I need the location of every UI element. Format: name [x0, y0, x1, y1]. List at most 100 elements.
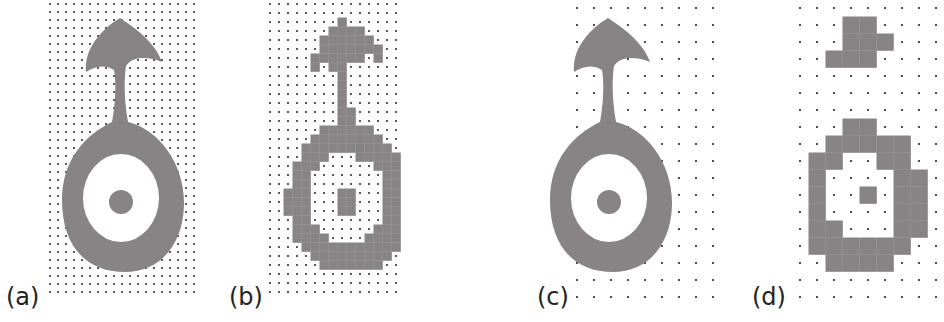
pixel-cell — [911, 170, 928, 187]
grid-dot — [833, 75, 835, 77]
grid-dot — [305, 39, 307, 41]
grid-dot — [332, 156, 334, 158]
grid-dot — [627, 109, 629, 111]
grid-dot — [661, 58, 663, 60]
grid-dot — [269, 210, 271, 212]
grid-dot — [137, 3, 139, 5]
pixel-cell — [826, 51, 843, 68]
grid-dot — [359, 120, 361, 122]
pixel-cell — [383, 252, 392, 261]
grid-dot — [161, 91, 163, 93]
grid-dot — [89, 35, 91, 37]
grid-dot — [833, 194, 835, 196]
grid-dot — [161, 291, 163, 293]
grid-dot — [368, 291, 370, 293]
pixel-cell — [347, 252, 356, 261]
grid-dot — [81, 107, 83, 109]
grid-dot — [377, 66, 379, 68]
grid-dot — [359, 201, 361, 203]
grid-dot — [73, 147, 75, 149]
grid-dot — [359, 102, 361, 104]
grid-dot — [105, 83, 107, 85]
grid-dot — [185, 123, 187, 125]
grid-dot — [368, 21, 370, 23]
grid-dot — [161, 267, 163, 269]
grid-dot — [49, 203, 51, 205]
grid-dot — [323, 75, 325, 77]
grid-dot — [269, 174, 271, 176]
grid-dot — [305, 3, 307, 5]
grid-dot — [350, 75, 352, 77]
grid-dot — [65, 67, 67, 69]
pixel-cell — [311, 54, 320, 63]
grid-dot — [73, 3, 75, 5]
grid-dot — [57, 43, 59, 45]
grid-dot — [287, 48, 289, 50]
grid-dot — [296, 66, 298, 68]
grid-dot — [177, 283, 179, 285]
grid-dot — [153, 123, 155, 125]
grid-dot — [193, 99, 195, 101]
pixel-cell — [383, 144, 392, 153]
grid-dot — [305, 75, 307, 77]
grid-dot — [49, 59, 51, 61]
grid-dot — [918, 126, 920, 128]
grid-dot — [884, 58, 886, 60]
pixel-cell — [392, 189, 401, 198]
pixel-cell — [911, 221, 928, 238]
grid-dot — [287, 174, 289, 176]
pixel-cell — [302, 207, 311, 216]
grid-dot — [153, 131, 155, 133]
grid-dot — [49, 163, 51, 165]
grid-dot — [193, 275, 195, 277]
grid-dot — [593, 109, 595, 111]
grid-dot — [278, 75, 280, 77]
grid-dot — [712, 211, 714, 213]
grid-dot — [278, 12, 280, 14]
grid-dot — [867, 279, 869, 281]
pixel-cell — [374, 162, 383, 171]
pixel-cell — [911, 204, 928, 221]
grid-dot — [359, 192, 361, 194]
grid-dot — [287, 75, 289, 77]
grid-dot — [269, 3, 271, 5]
grid-dot — [193, 139, 195, 141]
grid-dot — [287, 21, 289, 23]
grid-dot — [278, 93, 280, 95]
grid-dot — [161, 283, 163, 285]
grid-dot — [177, 259, 179, 261]
grid-dot — [177, 131, 179, 133]
grid-dot — [799, 109, 801, 111]
pixel-cell — [293, 234, 302, 243]
grid-dot — [644, 92, 646, 94]
grid-dot — [169, 139, 171, 141]
grid-dot — [678, 58, 680, 60]
pixel-cell — [329, 126, 338, 135]
grid-dot — [644, 296, 646, 298]
grid-dot — [177, 11, 179, 13]
grid-dot — [305, 30, 307, 32]
grid-dot — [296, 129, 298, 131]
grid-dot — [185, 243, 187, 245]
grid-dot — [129, 19, 131, 21]
grid-dot — [935, 24, 937, 26]
grid-dot — [49, 267, 51, 269]
grid-dot — [57, 171, 59, 173]
grid-dot — [850, 211, 852, 213]
grid-dot — [269, 138, 271, 140]
pixel-cell — [843, 51, 860, 68]
pixel-cell — [338, 207, 347, 216]
grid-dot — [105, 19, 107, 21]
grid-dot — [153, 83, 155, 85]
grid-dot — [153, 11, 155, 13]
grid-dot — [323, 3, 325, 5]
grid-dot — [65, 259, 67, 261]
pixel-cell — [347, 207, 356, 216]
grid-dot — [105, 115, 107, 117]
grid-dot — [169, 107, 171, 109]
grid-dot — [129, 3, 131, 5]
grid-dot — [678, 279, 680, 281]
grid-dot — [57, 3, 59, 5]
